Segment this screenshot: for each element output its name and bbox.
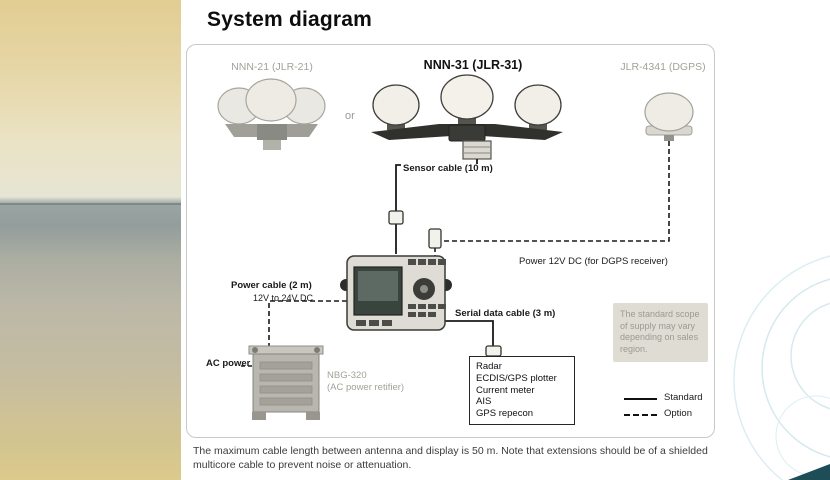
antenna-jlr4341-label: JLR-4341 (DGPS) [620,61,706,73]
serial-cable-line [445,320,494,346]
device-item: ECDIS/GPS plotter [476,372,557,384]
device-item: AIS [476,396,492,408]
system-diagram-panel: NNN-21 (JLR-21) NNN-31 (JLR-31) JLR-4341… [186,44,715,438]
ac-power-label: AC power [206,358,251,369]
legend-standard-label: Standard [664,392,703,403]
antenna-nnn31-label: NNN-31 (JLR-31) [423,58,523,72]
device-item: Current meter [476,384,535,396]
antenna-nnn31-icon [371,74,563,160]
rectifier-description-label: (AC power retifier) [327,382,405,393]
footnote-line-1: The maximum cable length between antenna… [193,445,708,457]
footnote: The maximum cable length between antenna… [193,444,813,472]
antenna-jlr4341-icon [644,92,694,141]
diagram-graphics [217,74,694,420]
scope-note-box: The standard scope of supply may vary de… [613,303,708,362]
legend-option-line-icon [624,414,657,416]
dgps-power-label: Power 12V DC (for DGPS receiver) [519,256,668,267]
device-item: GPS repecon [476,408,534,420]
dgps-power-line [441,141,670,242]
antenna-nnn21-icon [217,78,326,150]
connected-devices-box: Radar ECDIS/GPS plotter Current meter AI… [469,356,575,425]
power-voltage-label: 12V to 24V DC [253,293,314,303]
corner-accent [788,464,830,480]
or-label: or [345,110,355,122]
page-title: System diagram [207,8,373,31]
legend-option-label: Option [664,408,692,419]
rectifier-model-label: NBG-320 [327,370,367,381]
power-cable-label: Power cable (2 m) [231,280,312,291]
gps-display-unit-icon [340,255,452,331]
serial-cable-connector [485,345,502,357]
sensor-cable-connector [388,210,404,225]
antenna-nnn21-label: NNN-21 (JLR-21) [231,61,313,73]
ocean-photo-background [0,0,181,480]
serial-cable-label: Serial data cable (3 m) [453,308,558,320]
footnote-line-2: multicore cable to prevent noise or atte… [193,459,412,472]
horizon-line [0,203,181,205]
device-item: Radar [476,361,502,372]
rectifier-nbg320-icon [248,345,324,420]
power-cable-line [268,300,347,346]
sensor-cable-label: Sensor cable (10 m) [401,163,495,175]
legend-standard-line-icon [624,398,657,400]
dgps-cable-connector [428,228,442,249]
